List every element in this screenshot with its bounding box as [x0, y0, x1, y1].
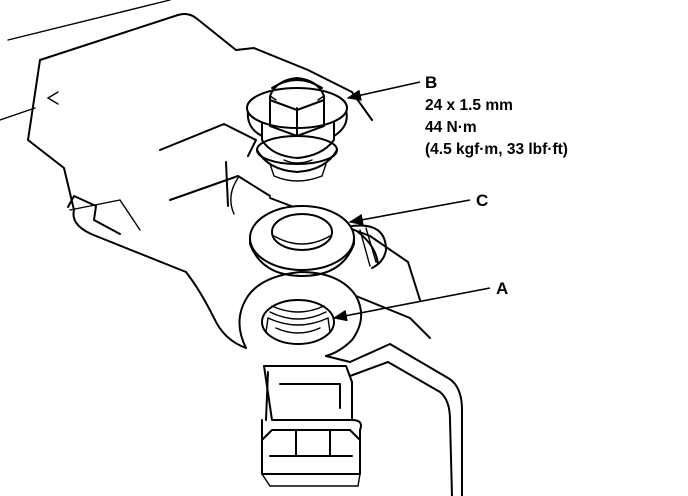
- leader-a: [332, 287, 491, 322]
- torque-alt-label: (4.5 kgf·m, 33 lbf·ft): [425, 141, 568, 158]
- switch-connector: [261, 365, 362, 487]
- callout-c-letter: C: [476, 191, 488, 210]
- housing-body: [0, 0, 373, 349]
- sealing-washer: [249, 205, 355, 277]
- threaded-hole: [261, 299, 335, 345]
- leader-c: [348, 199, 471, 226]
- callout-a-letter: A: [496, 279, 508, 298]
- torque-label: 44 N·m: [425, 119, 477, 136]
- callout-b-letter: B: [425, 73, 437, 92]
- flange-bolt: [246, 77, 348, 182]
- bolt-size-label: 24 x 1.5 mm: [425, 97, 513, 114]
- leader-b: [346, 81, 421, 101]
